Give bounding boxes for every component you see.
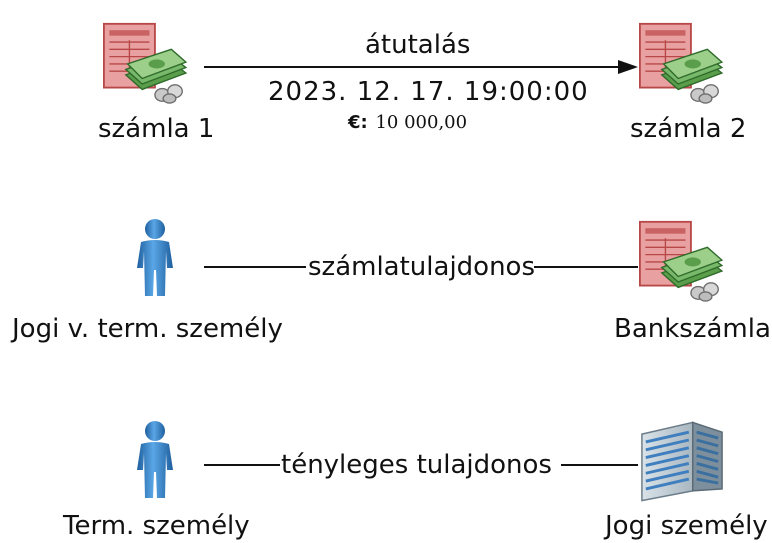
relation-line — [204, 464, 280, 466]
currency-symbol: €: — [348, 112, 368, 133]
transfer-timestamp: 2023. 12. 17. 19:00:00 — [268, 77, 589, 107]
relation-line — [534, 266, 638, 268]
amount-value: 10 000,00 — [375, 112, 468, 133]
office-building-icon — [638, 420, 726, 504]
node-label-legal-entity: Jogi személy — [605, 511, 768, 541]
bank-account-icon — [98, 22, 190, 104]
node-label-legal-or-natural-person: Jogi v. term. személy — [12, 314, 283, 344]
edge-label-account-holder: számlatulajdonos — [308, 252, 536, 282]
person-icon — [133, 420, 177, 500]
person-icon — [133, 218, 177, 298]
node-label-bank-account: Bankszámla — [614, 314, 771, 344]
edge-label-beneficial-owner: tényleges tulajdonos — [281, 450, 552, 480]
relation-line — [204, 266, 306, 268]
node-label-natural-person: Term. személy — [63, 511, 250, 541]
node-label-account-2: számla 2 — [630, 114, 747, 144]
transfer-arrow — [204, 60, 638, 74]
edge-label-transfer: átutalás — [365, 30, 471, 60]
relation-line — [561, 464, 638, 466]
node-label-account-1: számla 1 — [98, 114, 215, 144]
transfer-amount: €: 10 000,00 — [348, 114, 467, 132]
bank-account-icon — [634, 220, 726, 302]
bank-account-icon — [634, 22, 726, 104]
